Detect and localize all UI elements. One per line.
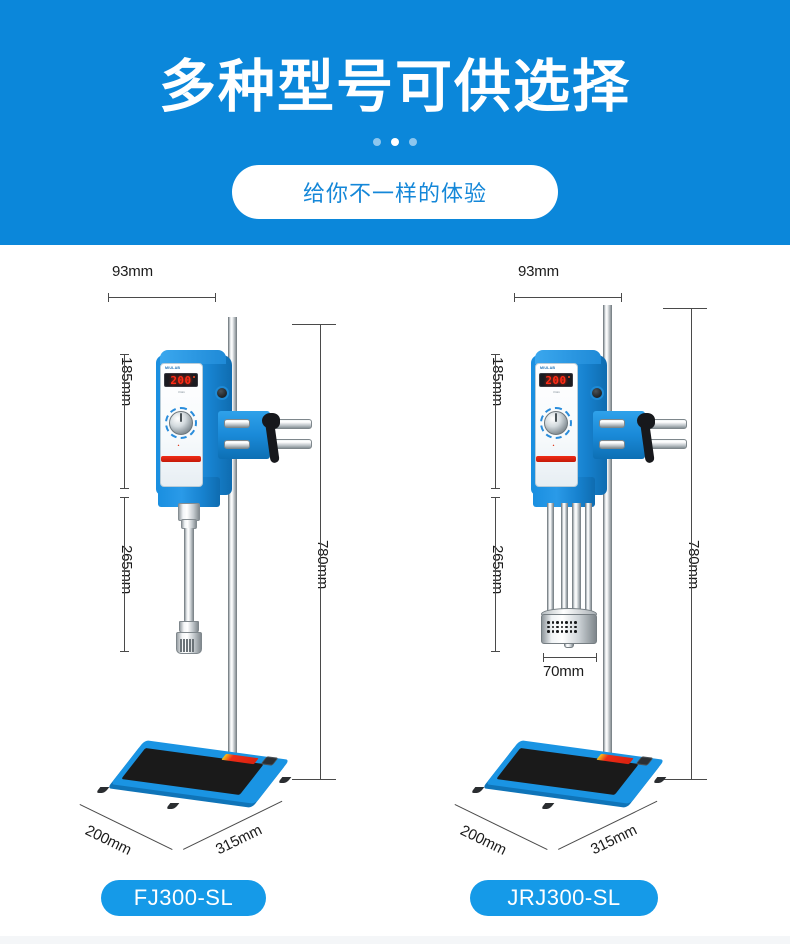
dim-label-base-width-right: 315mm [588, 821, 640, 859]
dim-tick-265-bottom [120, 651, 129, 652]
subtitle-pill-button[interactable]: 给你不一样的体验 [232, 165, 558, 219]
stand-post-right [603, 305, 612, 787]
dim-tick-780-top-right [663, 308, 707, 309]
dim-tick-right-left [514, 293, 515, 302]
dim-line-head-diameter-right [543, 657, 597, 658]
model-label-jrj300sl: JRJ300-SL [507, 885, 621, 910]
panel-warning-mark-right: ▲ [552, 443, 555, 447]
motor-housing-top-right [535, 350, 601, 364]
dim-line-head-height-left [124, 354, 125, 489]
header-banner: 多种型号可供选择 给你不一样的体验 [0, 0, 790, 245]
dim-tick-780-top [292, 324, 336, 325]
model-label-fj300sl: FJ300-SL [133, 885, 234, 910]
model-pill-fj300sl[interactable]: FJ300-SL [101, 880, 266, 916]
panel-brand-text-left: MIULAB [165, 366, 181, 370]
speed-knob-pointer-left [180, 413, 182, 422]
motor-housing-top-left [160, 350, 226, 364]
dot-indicator-1 [373, 138, 381, 146]
dim-tick-185-top-right [491, 354, 500, 355]
dim-line-head-height-right [495, 354, 496, 489]
led-display-left: 200 [164, 373, 198, 387]
dim-tick-780-bottom [292, 779, 336, 780]
subtitle-pill-label: 给你不一样的体验 [302, 181, 487, 206]
model-label-row: FJ300-SL JRJ300-SL [0, 875, 790, 944]
dim-label-head-diameter-right: 70mm [543, 663, 584, 680]
motor-cap-right [590, 386, 604, 400]
dim-label-width-top-left: 93mm [112, 263, 153, 280]
product-figure-fj300sl: 93mm 185mm 265mm 780mm MIULAB 200 r/ [0, 245, 395, 875]
base-foot-2-right [540, 803, 555, 809]
cross-rod-lower-left [272, 439, 312, 449]
dim-line-width-top-right [514, 297, 622, 298]
cross-rod-lower-right [647, 439, 687, 449]
dim-tick-70-left [543, 653, 544, 662]
product-figure-jrj300sl: 93mm 185mm 265mm 780mm MIULAB 200 r/ [395, 245, 790, 875]
led-display-value-right: 200 [545, 373, 567, 387]
bottom-divider [0, 936, 790, 944]
dim-tick-780-bottom-right [663, 779, 707, 780]
dim-line-width-top-left [108, 297, 216, 298]
power-strip-right [536, 456, 576, 462]
support-rod-2-right [561, 503, 568, 613]
drive-shaft-left [184, 528, 194, 623]
dim-label-head-height-right: 185mm [489, 357, 506, 407]
led-indicator-dot-left [193, 376, 195, 378]
dim-label-head-height-left: 185mm [118, 357, 135, 407]
page-title: 多种型号可供选择 [159, 55, 631, 119]
base-foot-3-left [277, 777, 292, 783]
clamp-rod-upper-right [599, 419, 625, 428]
panel-warning-mark-left: ▲ [177, 443, 180, 447]
dim-tick-185-bottom [120, 488, 129, 489]
dim-tick-265-top-right [491, 497, 500, 498]
support-rod-1-right [547, 503, 554, 613]
speed-dial-ring-right [540, 407, 572, 439]
dim-label-shaft-length-right: 265mm [489, 545, 506, 595]
dim-tick-185-bottom-right [491, 488, 500, 489]
dim-label-width-top-right: 93mm [518, 263, 559, 280]
drive-shaft-right [572, 503, 581, 613]
dot-indicator-3 [409, 138, 417, 146]
dim-label-shaft-length-left: 265mm [118, 545, 135, 595]
base-foot-1-left [95, 787, 110, 793]
dim-label-stand-height-left: 780mm [314, 540, 331, 590]
dim-line-shaft-length-right [495, 497, 496, 652]
model-pill-jrj300sl[interactable]: JRJ300-SL [470, 880, 658, 916]
dim-tick-185-top [120, 354, 129, 355]
dim-tick-left [108, 293, 109, 302]
dim-line-shaft-length-left [124, 497, 125, 652]
clamp-rod-lower-right [599, 440, 625, 449]
clamp-rod-lower-left [224, 440, 250, 449]
product-comparison-area: 93mm 185mm 265mm 780mm MIULAB 200 r/ [0, 245, 790, 875]
dim-line-stand-height-right [691, 308, 692, 780]
speed-dial-ring-left [165, 407, 197, 439]
dim-label-stand-height-right: 780mm [685, 540, 702, 590]
base-foot-1-right [470, 787, 485, 793]
panel-sublabel-right: r/min [553, 390, 560, 394]
dispersing-head-holes-right [547, 621, 577, 633]
panel-sublabel-left: r/min [178, 390, 185, 394]
homogenizer-slots-left [180, 639, 194, 652]
dim-line-stand-height-left [320, 324, 321, 780]
speed-knob-pointer-right [555, 413, 557, 422]
support-rod-3-right [585, 503, 592, 613]
motor-cap-left [215, 386, 229, 400]
dim-label-base-width-left: 315mm [213, 821, 265, 859]
base-foot-3-right [652, 777, 667, 783]
clamp-rod-upper-left [224, 419, 250, 428]
led-indicator-dot-right [568, 376, 570, 378]
dim-tick-70-right [596, 653, 597, 662]
led-display-right: 200 [539, 373, 573, 387]
panel-brand-text-right: MIULAB [540, 366, 556, 370]
dim-tick-265-bottom-right [491, 651, 500, 652]
base-foot-2-left [165, 803, 180, 809]
dim-tick-265-top [120, 497, 129, 498]
dot-indicator-group [0, 138, 790, 146]
power-strip-left [161, 456, 201, 462]
dim-tick-right-right [621, 293, 622, 302]
dispersing-head-nub-right [564, 643, 574, 648]
dot-indicator-2 [391, 138, 399, 146]
dim-tick-right [215, 293, 216, 302]
stand-post-left [228, 317, 237, 787]
led-display-value-left: 200 [170, 373, 192, 387]
